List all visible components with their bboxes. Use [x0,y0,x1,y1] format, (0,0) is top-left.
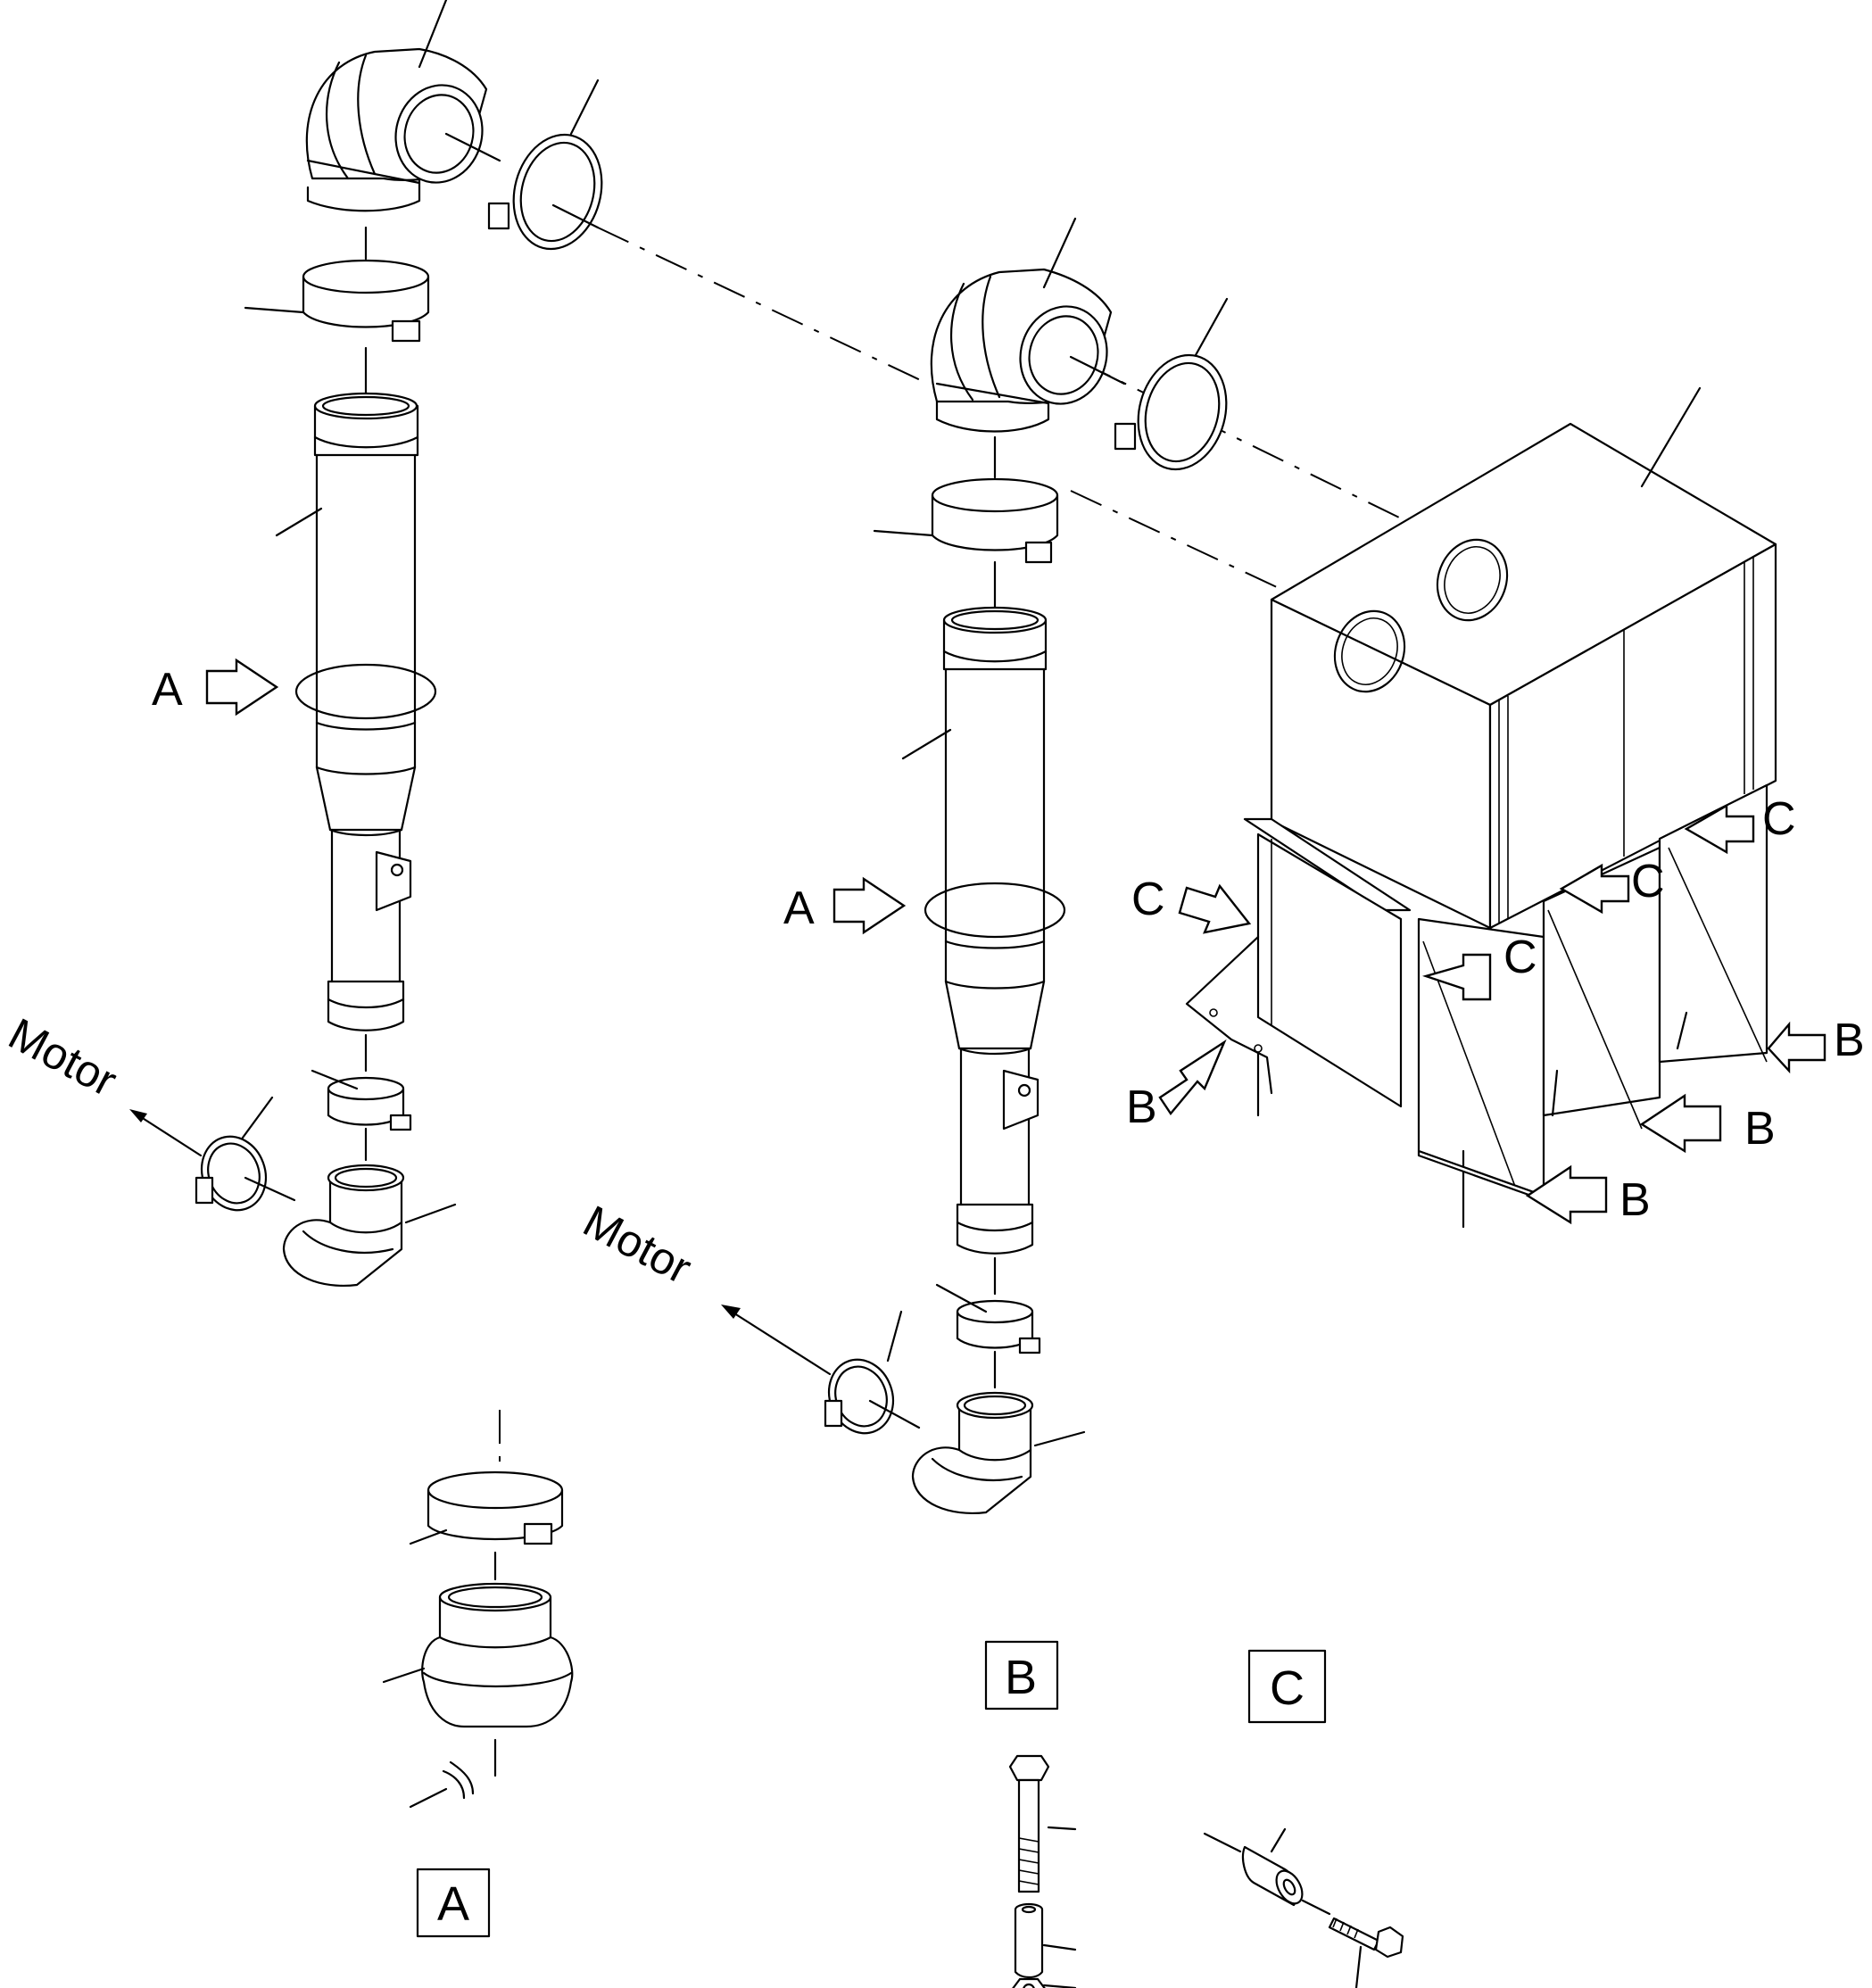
left-motor-clamp [195,1096,296,1212]
middle-exhaust-assembly: Motor A [576,217,1229,1514]
detail-c-box-label: C [1270,1661,1305,1715]
c-label-3: C [1631,856,1665,907]
left-a-label: A [152,664,183,716]
left-exhaust-assembly: Motor A [1,0,603,1287]
mount-bracket-4 [1658,783,1768,1064]
left-top-elbow [305,0,488,212]
middle-main-pipe [901,560,1066,1255]
left-motor-label: Motor [1,1008,125,1106]
middle-top-clamp [1069,297,1229,471]
dashed-connector-1 [597,227,929,385]
middle-motor-direction: Motor [576,1196,832,1376]
mount-bracket-3 [1542,846,1661,1130]
left-main-pipe [275,346,437,1031]
c-indicator-4: C [1684,793,1796,855]
mount-plate [1243,817,1412,912]
middle-motor-clamp [824,1310,921,1435]
detail-b-box [984,1640,1059,1711]
detail-a-view: A [382,1410,574,1938]
left-lower-clamp [311,1033,412,1131]
left-top-clamp [487,79,603,251]
b-indicator-1: B [1126,1039,1227,1133]
c-label-2: C [1503,932,1537,983]
detail-b-view: B [984,1640,1077,1988]
b-indicator-2: B [1525,1164,1651,1226]
dashed-connector-3 [1070,490,1348,621]
silencer-box-assembly: C C C C B B B B [1126,386,1865,1229]
c-label-4: C [1762,793,1796,845]
b-label-3: B [1744,1103,1776,1155]
mount-bracket-1 [1185,832,1403,1117]
b-label-4: B [1834,1015,1865,1066]
silencer-side-face [1488,543,1777,930]
b-indicator-3: B [1639,1093,1776,1155]
detail-a-box [416,1868,491,1938]
c-indicator-3: C [1559,856,1665,915]
middle-upper-clamp [873,435,1059,564]
b-label-2: B [1619,1174,1651,1226]
detail-a-box-label: A [437,1877,469,1931]
b-label-1: B [1126,1081,1157,1133]
c-indicator-1: C [1131,874,1252,934]
c-indicator-2: C [1421,932,1537,1001]
middle-lower-clamp [935,1256,1041,1354]
c-label-1: C [1131,874,1165,925]
detail-b-box-label: B [1005,1651,1037,1704]
middle-a-label: A [783,882,815,934]
left-motor-direction: Motor [1,1008,203,1157]
left-bottom-elbow [282,1127,457,1287]
left-a-indicator: A [152,658,279,717]
middle-motor-label: Motor [576,1196,700,1293]
middle-a-indicator: A [783,876,907,935]
left-upper-clamp [244,226,430,343]
detail-c-box [1247,1649,1327,1724]
b-indicator-4: B [1767,1015,1865,1074]
middle-bottom-elbow [911,1350,1086,1514]
detail-c-view: C [1203,1649,1404,1988]
middle-top-elbow [930,217,1113,433]
